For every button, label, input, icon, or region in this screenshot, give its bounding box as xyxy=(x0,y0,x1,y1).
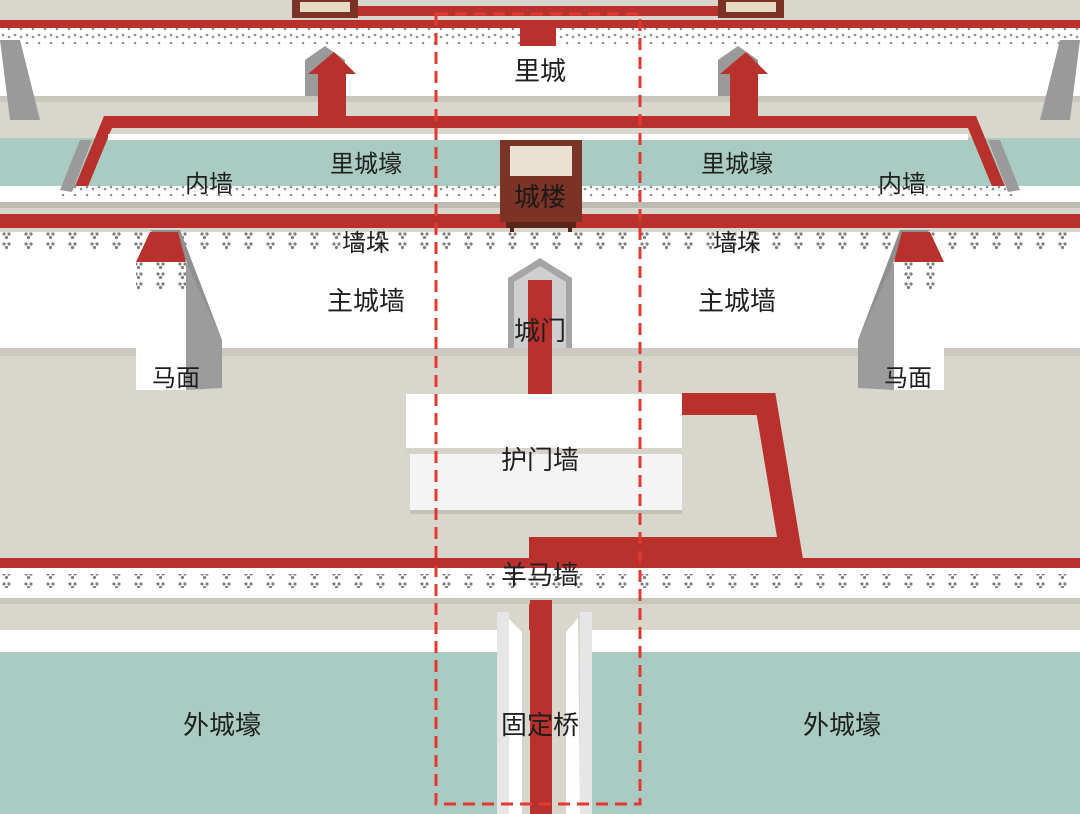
label-bastion-right: 马面 xyxy=(884,364,932,392)
label-gate-tower: 城楼 xyxy=(513,183,567,213)
bastion-right-shape xyxy=(858,230,944,390)
label-city-gate: 城门 xyxy=(513,317,567,347)
label-battlement-right: 墙垛 xyxy=(713,229,761,257)
outer-wall-top-path xyxy=(0,558,1080,568)
gate-tower xyxy=(500,140,582,234)
inner-gate-left xyxy=(305,46,356,122)
label-inner-city: 里城 xyxy=(513,57,567,87)
label-inner-moat-left: 里城壕 xyxy=(330,150,402,178)
main-gate xyxy=(508,258,572,396)
label-battlement-left: 墙垛 xyxy=(342,229,390,257)
highlight-frame xyxy=(434,12,642,806)
label-outer-low-wall: 羊马墙 xyxy=(500,561,580,591)
label-fixed-bridge: 固定桥 xyxy=(500,711,580,741)
outer-moat xyxy=(0,630,1080,814)
label-inner-wall-right: 内墙 xyxy=(878,170,926,198)
inner-moat-path xyxy=(74,116,1006,193)
label-outer-moat-right: 外城壕 xyxy=(802,711,882,741)
label-main-wall-right: 主城墙 xyxy=(697,287,777,317)
label-inner-wall-left: 内墙 xyxy=(185,170,233,198)
fixed-bridge xyxy=(497,600,592,814)
label-screen-wall: 护门墙 xyxy=(500,446,580,476)
label-main-wall-left: 主城墙 xyxy=(326,287,406,317)
top-towers xyxy=(292,0,784,46)
label-outer-moat-left: 外城壕 xyxy=(182,711,262,741)
label-bastion-left: 马面 xyxy=(152,364,200,392)
label-inner-moat-right: 里城壕 xyxy=(701,150,773,178)
bastion-left-shape xyxy=(136,230,222,390)
inner-gate-right xyxy=(718,46,768,122)
screen-wall xyxy=(406,394,682,514)
